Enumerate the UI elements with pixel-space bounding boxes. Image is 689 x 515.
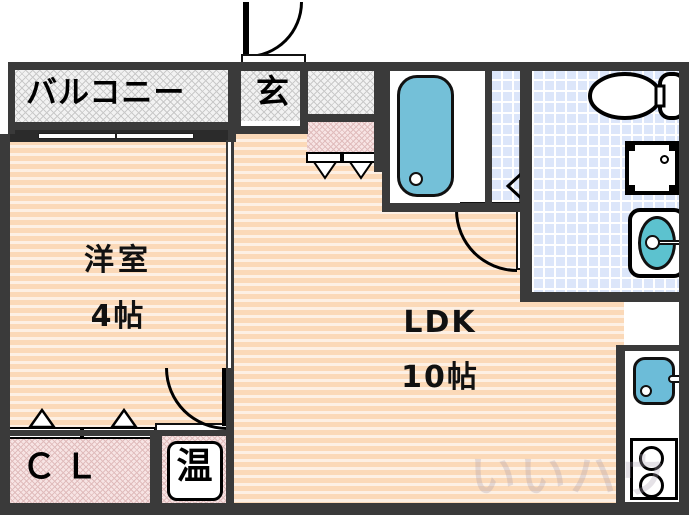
toilet-icon	[588, 72, 686, 120]
balcony-area	[13, 67, 229, 122]
balcony-window-leaf-right	[116, 133, 194, 139]
wall-kitchen-left	[616, 345, 625, 507]
wall-bath-right	[485, 62, 492, 208]
shoe-cabinet-lower	[307, 121, 377, 152]
stove-burner-top-icon	[639, 446, 664, 471]
closet-open-arrows	[27, 407, 139, 429]
bathtub-drain-icon	[409, 172, 423, 186]
heater-label: 温	[176, 446, 214, 487]
genkan-area	[241, 67, 301, 125]
entrance-door-arc	[243, 2, 303, 58]
washing-machine-corner-br	[669, 185, 679, 195]
washing-machine-knob-icon	[660, 155, 669, 164]
wall-balcony-left	[8, 62, 15, 134]
bathroom-tile-area	[490, 68, 523, 206]
heater-unit	[167, 441, 223, 501]
washing-machine-corner-tr	[669, 141, 679, 151]
wall-genkan-right	[300, 62, 308, 128]
washing-machine-corner-bl	[625, 185, 635, 195]
shoe-cabinet-upper	[307, 67, 377, 117]
wall-bath-bottom	[382, 203, 528, 212]
ldk-label-group: LDK 10帖	[355, 305, 525, 396]
wall-shoebox-right	[374, 62, 382, 172]
wall-bath-left	[382, 62, 390, 212]
wall-heater-right	[226, 430, 234, 507]
closet-area	[10, 436, 156, 505]
balcony-label: バルコニー	[26, 75, 186, 111]
wall-balcony-right	[228, 62, 236, 142]
wall-outer-top	[236, 62, 689, 71]
bathtub-icon	[397, 75, 454, 197]
wall-closet-top	[8, 430, 234, 436]
shoe-cabinet-open-arrows	[312, 162, 374, 180]
balcony-window-leaf-left	[38, 133, 116, 139]
ldk-size: 10帖	[401, 360, 479, 395]
wash-basin-drain-icon	[645, 235, 660, 250]
washitsu-size: 4帖	[90, 299, 146, 334]
washroom-door-arrow-icon	[505, 172, 523, 200]
washing-machine-corner-tl	[625, 141, 635, 151]
wall-closet-right	[150, 430, 159, 507]
closet-label: ＣＬ	[22, 447, 106, 487]
wall-outer-right	[679, 62, 689, 515]
wall-kitchen-top	[616, 345, 689, 351]
wall-washroom-left	[520, 62, 530, 302]
genkan-step	[241, 121, 301, 128]
kitchen-sink-drain-icon	[640, 385, 652, 397]
genkan-label: 玄	[256, 72, 290, 111]
wall-washitsu-ldk-core	[228, 142, 231, 368]
wall-genkan-bottom	[236, 126, 308, 134]
stove-burner-bottom-icon	[639, 473, 664, 498]
wall-balcony-top	[8, 62, 236, 70]
washitsu-label-group: 洋室 4帖	[38, 235, 198, 335]
wall-shoebox-bottom	[300, 114, 382, 122]
wall-outer-left	[0, 134, 10, 515]
wall-outer-bottom	[0, 503, 689, 515]
washitsu-name: 洋室	[84, 243, 152, 278]
ldk-name: LDK	[403, 305, 477, 340]
wall-washroom-bottom	[520, 292, 689, 302]
